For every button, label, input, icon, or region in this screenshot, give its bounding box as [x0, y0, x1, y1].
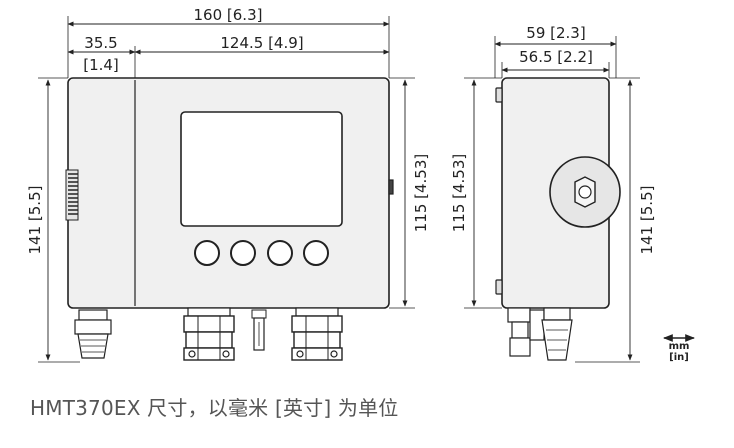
front-body-height-label: 115 [4.53] [412, 154, 430, 233]
figure-caption: HMT370EX 尺寸，以毫米 [英寸] 为单位 [30, 396, 399, 420]
unit-legend-in: [in] [669, 352, 689, 363]
unit-legend-mm: mm [669, 341, 690, 352]
front-left-width-label: 35.5 [84, 34, 117, 52]
front-view [38, 16, 415, 363]
front-overall-height-label: 141 [5.5] [26, 186, 44, 255]
side-view [464, 36, 640, 363]
front-main-width-label: 124.5 [4.9] [220, 34, 303, 52]
side-overall-depth-label: 59 [2.3] [526, 24, 585, 42]
side-body-height-label: 115 [4.53] [450, 154, 468, 233]
unit-legend: mm [in] [663, 334, 695, 363]
side-body-depth-label: 56.5 [2.2] [519, 48, 593, 66]
front-overall-width-label: 160 [6.3] [194, 6, 263, 24]
front-left-width-inch-label: [1.4] [83, 56, 119, 74]
side-overall-height-label: 141 [5.5] [638, 186, 656, 255]
